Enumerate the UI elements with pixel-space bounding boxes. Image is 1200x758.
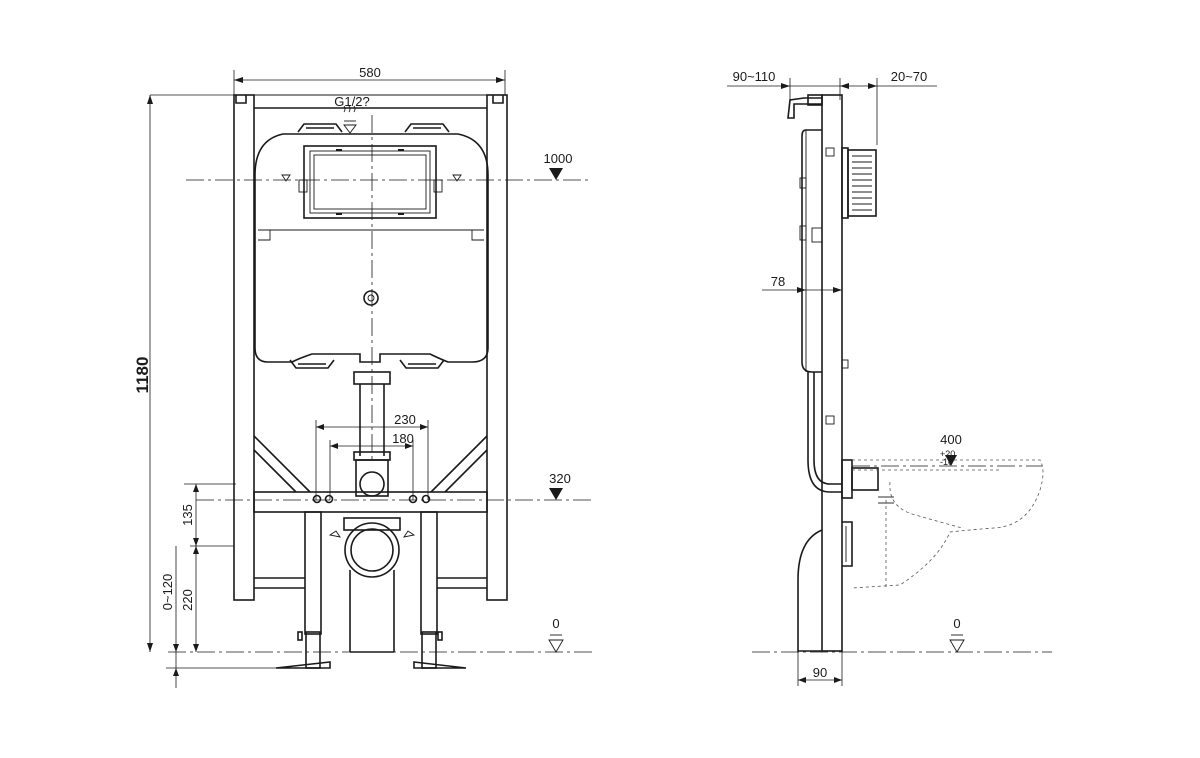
dimension-78: 78 xyxy=(762,274,842,293)
inlet-icon xyxy=(343,105,357,134)
depth-left-label: 90~110 xyxy=(733,69,776,84)
toilet-outline xyxy=(851,459,1044,589)
level-marker-1000: 1000 xyxy=(544,151,573,180)
level-pan-label: 400 xyxy=(940,432,962,447)
spacing-inner-label: 180 xyxy=(392,431,414,446)
flush-pipe xyxy=(353,371,391,497)
drain-pipe xyxy=(328,517,416,653)
height-label: 1180 xyxy=(133,357,152,394)
level-pan-tol-plus: +20 xyxy=(940,449,955,459)
dim-78-label: 78 xyxy=(771,274,785,289)
cistern xyxy=(254,123,489,369)
side-floor-label: 0 xyxy=(953,616,960,631)
dimension-width-580: 580 xyxy=(233,65,506,95)
level-pan-tol-minus: -10 xyxy=(940,457,953,467)
level-floor-label: 0 xyxy=(552,616,559,631)
side-pipes xyxy=(797,459,894,652)
legs xyxy=(275,511,467,669)
dim-220-label: 220 xyxy=(180,589,195,611)
spacing-outer-label: 230 xyxy=(394,412,416,427)
level-mid-label: 320 xyxy=(549,471,571,486)
depth-right-label: 20~70 xyxy=(891,69,928,84)
dim-135-label: 135 xyxy=(180,504,195,526)
flush-plate-side xyxy=(841,147,877,219)
dimension-lower-left: 135 220 0~120 xyxy=(160,483,300,688)
inlet-label: G1/2? xyxy=(334,94,369,109)
dimension-height-1180: 1180 xyxy=(133,94,234,652)
frame xyxy=(233,94,508,601)
dimension-90: 90 xyxy=(797,651,843,686)
bolt-holes xyxy=(312,494,431,504)
level-marker-side-0: 0 xyxy=(949,616,965,653)
side-view: 90~110 20~70 xyxy=(727,69,1052,686)
dimension-depth: 90~110 20~70 xyxy=(727,69,937,145)
level-marker-320: 320 xyxy=(549,471,571,500)
dim-adjust-label: 0~120 xyxy=(160,574,175,611)
level-marker-0: 0 xyxy=(548,616,564,653)
dim-90-label: 90 xyxy=(813,665,827,680)
width-label: 580 xyxy=(359,65,381,80)
front-view: 580 1180 xyxy=(133,65,592,688)
level-top-label: 1000 xyxy=(544,151,573,166)
side-frame xyxy=(787,94,849,652)
level-marker-400: 400 +20 -10 xyxy=(852,432,1042,467)
